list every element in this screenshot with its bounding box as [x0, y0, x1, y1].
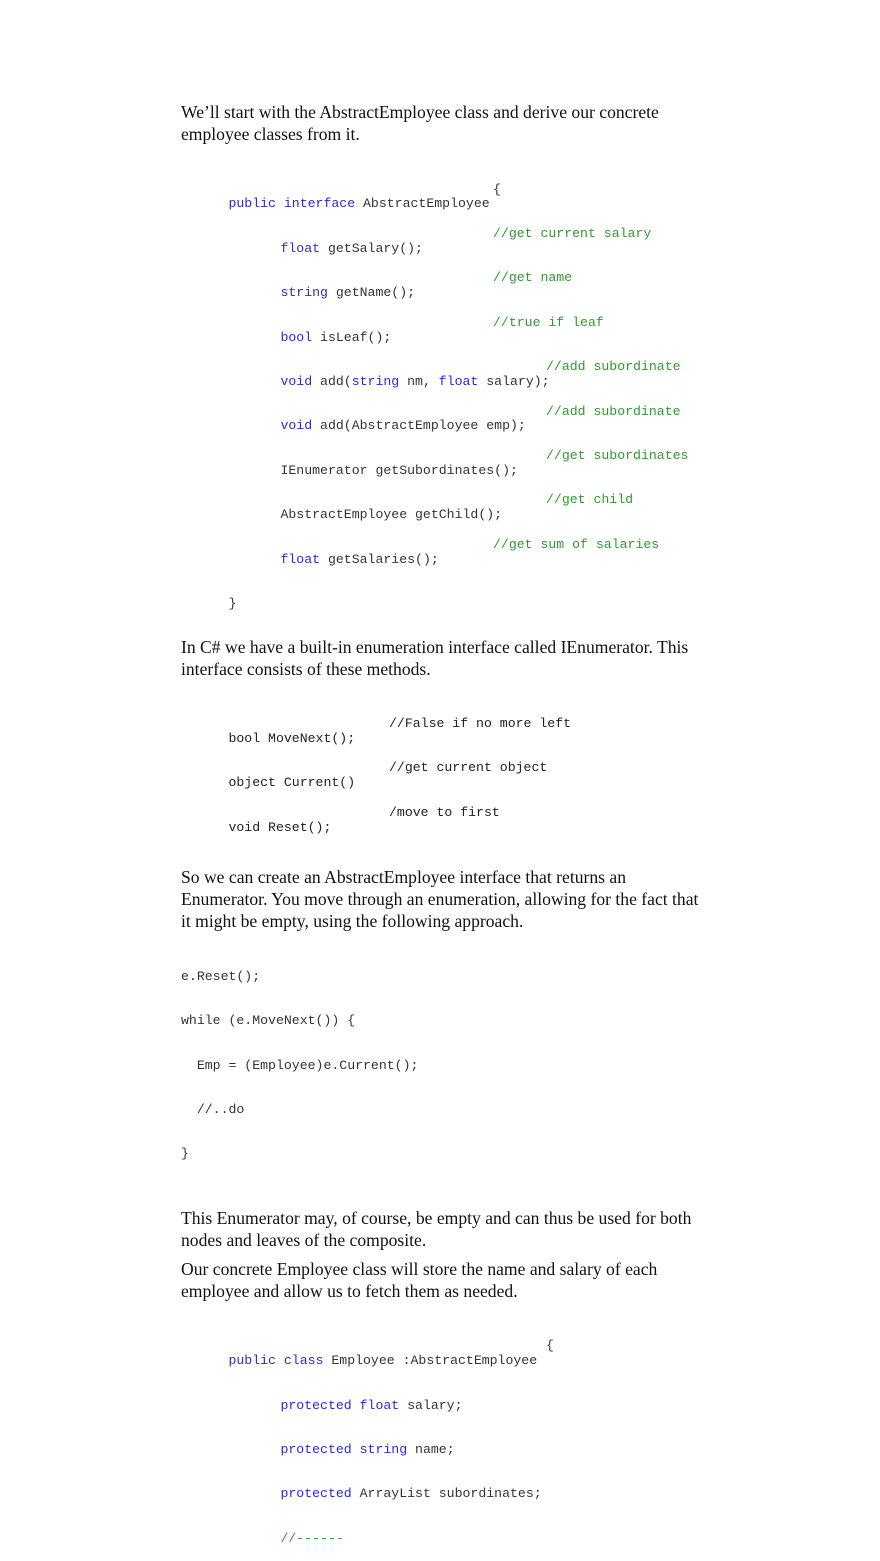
- code-keyword: float: [280, 551, 321, 567]
- code-keyword: float: [280, 240, 321, 256]
- code-text: isLeaf();: [312, 329, 392, 345]
- code-keyword: protected: [280, 1441, 352, 1457]
- code-line: protected string name;: [181, 1428, 711, 1457]
- code-keyword: protected: [280, 1397, 352, 1413]
- code-keyword: float: [351, 1397, 400, 1413]
- abstract-employee-code-block: public interface AbstractEmployee{ float…: [181, 153, 711, 627]
- code-comment: //true if leaf: [493, 314, 604, 330]
- code-line: while (e.MoveNext()) {: [181, 1013, 356, 1029]
- code-text: object Current(): [228, 775, 356, 791]
- intro-paragraph: We’ll start with the AbstractEmployee cl…: [181, 102, 659, 144]
- code-line: object Current() //get current object: [181, 760, 711, 790]
- ienumerator-methods-code-block: bool MoveNext();//False if no more left …: [181, 688, 711, 851]
- code-text: void Reset();: [228, 819, 332, 835]
- code-line: float getSalaries(); //get sum of salarie…: [181, 536, 711, 566]
- code-keyword: void: [280, 373, 313, 389]
- code-line: string getName(); //get name: [181, 270, 711, 300]
- code-text: salary);: [478, 373, 550, 389]
- code-keyword: bool: [280, 329, 313, 345]
- code-line: //..do: [181, 1102, 245, 1118]
- code-keyword: float: [438, 373, 479, 389]
- code-line: Emp = (Employee)e.Current();: [181, 1057, 419, 1073]
- code-brace: {: [546, 1338, 554, 1354]
- ienumerator-paragraph: In C# we have a built-in enumeration int…: [181, 636, 689, 679]
- enumeration-loop-code-block: e.Reset(); while (e.MoveNext()) { Emp = …: [181, 940, 711, 1192]
- code-line: IEnumerator getSubordinates(); //get subo…: [181, 447, 711, 477]
- employee-class-code-block: public class Employee :AbstractEmployee {…: [181, 1310, 711, 1561]
- code-text: AbstractEmployee getChild();: [280, 507, 503, 523]
- code-text: IEnumerator getSubordinates();: [280, 462, 518, 478]
- code-text: getSalary();: [320, 240, 423, 256]
- code-line: public class Employee :AbstractEmployee {: [181, 1338, 711, 1368]
- code-comment: //get current salary: [493, 225, 652, 241]
- code-text: AbstractEmployee: [355, 196, 490, 212]
- code-line: bool isLeaf(); //true if leaf: [181, 314, 711, 344]
- code-line: protected ArrayList subordinates;: [181, 1473, 711, 1501]
- code-comment: //get sum of salaries: [493, 536, 660, 552]
- code-line: float getSalary(); //get current salary: [181, 225, 711, 255]
- enumerator-empty-paragraph: This Enumerator may, of course, be empty…: [181, 1207, 692, 1250]
- code-text: salary;: [399, 1397, 463, 1413]
- code-line: void add(AbstractEmployee emp); //add sub…: [181, 403, 711, 433]
- code-line: void Reset(); /move to first: [181, 804, 711, 834]
- document-page: We’ll start with the AbstractEmployee cl…: [181, 101, 711, 1561]
- code-text: ArrayList subordinates;: [351, 1486, 542, 1502]
- code-line: public interface AbstractEmployee{: [181, 181, 711, 211]
- employee-class-paragraph: Our concrete Employee class will store t…: [181, 1258, 658, 1301]
- code-keyword: void: [280, 418, 313, 434]
- code-line: AbstractEmployee getChild(); //get child: [181, 492, 711, 522]
- code-line: e.Reset();: [181, 968, 261, 984]
- code-comment: //get name: [493, 270, 573, 286]
- code-keyword: string: [280, 285, 328, 301]
- code-comment: //add subordinate: [546, 359, 681, 375]
- code-text: add(AbstractEmployee emp);: [312, 418, 526, 434]
- code-comment: //------: [280, 1530, 344, 1546]
- code-brace: }: [228, 595, 237, 611]
- code-line: }: [181, 582, 711, 611]
- code-text: name;: [407, 1441, 455, 1457]
- code-text: bool MoveNext();: [228, 730, 356, 746]
- code-keyword: public interface: [228, 196, 356, 212]
- code-keyword: public class: [228, 1353, 324, 1369]
- code-comment: /move to first: [389, 804, 500, 820]
- enumeration-approach-paragraph: So we can create an AbstractEmployee int…: [181, 867, 699, 932]
- code-text: getName();: [327, 285, 416, 301]
- code-comment: //get child: [546, 492, 634, 508]
- code-comment: //add subordinate: [546, 403, 681, 419]
- code-keyword: string: [351, 373, 400, 389]
- code-line: void add(string nm, float salary);//add …: [181, 359, 711, 388]
- code-text: nm,: [399, 373, 439, 389]
- code-comment: //get subordinates: [546, 447, 689, 463]
- code-comment: //get current object: [389, 760, 548, 776]
- code-keyword: protected: [280, 1486, 352, 1502]
- code-line: protected float salary;: [181, 1384, 711, 1413]
- code-brace: {: [493, 181, 501, 197]
- code-text: getSalaries();: [320, 551, 439, 567]
- code-text: Employee :AbstractEmployee: [323, 1353, 538, 1369]
- code-keyword: string: [351, 1441, 408, 1457]
- code-line: bool MoveNext(); //False if no more left: [181, 716, 711, 745]
- code-comment: //False if no more left: [389, 716, 572, 732]
- code-text: add(: [312, 373, 352, 389]
- code-line: //------: [181, 1517, 711, 1546]
- code-line: }: [181, 1146, 189, 1162]
